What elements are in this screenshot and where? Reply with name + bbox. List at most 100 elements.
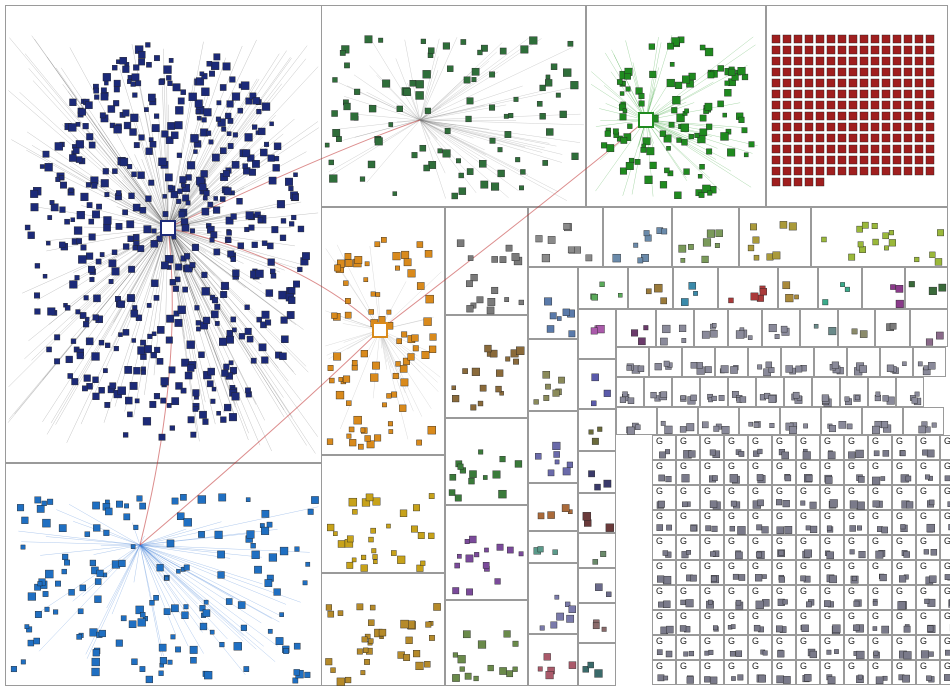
tiny-group-panel[interactable]: G [700,535,724,560]
tiny-group-panel[interactable]: G [820,435,844,460]
tiny-group-panel[interactable]: G [796,610,820,635]
group-g30-panel[interactable] [673,267,718,309]
tiny-group-panel[interactable]: G [700,560,724,585]
group-tile-row_d-3-panel[interactable] [739,407,780,435]
tiny-group-panel[interactable]: G [676,460,700,485]
tiny-group-panel[interactable]: G [772,510,796,535]
tiny-group-panel[interactable]: G [724,610,748,635]
group-g40-panel[interactable] [578,643,616,686]
tiny-group-panel[interactable]: G [820,610,844,635]
tiny-group-panel[interactable]: G [892,635,916,660]
tiny-group-panel[interactable]: G [844,485,868,510]
tiny-group-panel[interactable]: G [796,510,820,535]
tiny-group-panel[interactable]: G [868,435,892,460]
tiny-group-panel[interactable]: G [868,585,892,610]
tiny-group-panel[interactable]: G [796,460,820,485]
group-g12-panel[interactable] [445,418,528,505]
tiny-group-panel[interactable]: G [916,435,940,460]
group-g29-panel[interactable] [718,267,778,309]
group-tile-row_b-1-panel[interactable] [649,347,682,377]
tiny-group-panel[interactable]: G [724,560,748,585]
group-g46-panel[interactable] [800,309,838,347]
tiny-group-panel[interactable]: G [820,560,844,585]
tiny-group-panel[interactable]: G [796,535,820,560]
group-g26-panel[interactable] [528,563,578,634]
group-tile-row_b-0-panel[interactable] [616,347,649,377]
tiny-group-panel[interactable]: G [772,610,796,635]
group-g21-panel[interactable] [528,339,578,411]
group-g33-panel[interactable] [778,267,818,309]
group-tile-row_b-3-panel[interactable] [715,347,748,377]
tiny-group-panel[interactable]: G [772,635,796,660]
tiny-group-panel[interactable]: G [772,485,796,510]
group-tile-row_c-3-panel[interactable] [700,377,728,407]
tiny-group-panel[interactable]: G [892,560,916,585]
group-tile-row_a-3-panel[interactable] [762,309,800,347]
tiny-group-panel[interactable]: G [652,535,676,560]
tiny-group-panel[interactable]: G [748,635,772,660]
tiny-group-panel[interactable]: G [772,535,796,560]
tiny-group-panel[interactable]: G [724,635,748,660]
tiny-group-panel[interactable]: G [844,635,868,660]
group-g11-panel[interactable] [445,505,528,600]
tiny-group-panel[interactable]: G [796,635,820,660]
group-g28-panel[interactable] [578,267,628,309]
tiny-group-panel[interactable]: G [844,535,868,560]
group-g15-panel[interactable] [672,207,739,267]
tiny-group-panel[interactable]: G [892,610,916,635]
tiny-group-panel[interactable]: G [844,660,868,685]
group-g19-panel[interactable] [528,267,578,339]
tiny-group-panel[interactable]: G [868,635,892,660]
tiny-group-panel[interactable]: G [916,460,940,485]
group-g1-panel[interactable] [5,5,323,463]
group-tile-row_d-5-panel[interactable] [821,407,862,435]
group-g27-panel[interactable] [628,267,673,309]
tiny-group-panel[interactable]: G [700,660,724,685]
tiny-group-panel[interactable]: G [940,560,950,585]
tiny-group-panel[interactable]: G [700,435,724,460]
group-g42-panel[interactable] [578,603,616,643]
group-g32-panel[interactable] [818,267,862,309]
tiny-group-panel[interactable]: G [916,585,940,610]
group-g4-panel[interactable] [586,5,766,207]
group-tile-row_c-9-panel[interactable] [868,377,896,407]
group-g38-panel[interactable] [578,451,616,493]
tiny-group-panel[interactable]: G [748,460,772,485]
tiny-group-panel[interactable]: G [916,635,940,660]
group-g10-panel[interactable] [445,315,528,418]
tiny-group-panel[interactable]: G [748,435,772,460]
tiny-group-panel[interactable]: G [820,635,844,660]
tiny-group-panel[interactable]: G [868,535,892,560]
tiny-group-panel[interactable]: G [652,660,676,685]
tiny-group-panel[interactable]: G [724,535,748,560]
tiny-group-panel[interactable]: G [820,510,844,535]
tiny-group-panel[interactable]: G [676,535,700,560]
tiny-group-panel[interactable]: G [748,510,772,535]
tiny-group-panel[interactable]: G [844,435,868,460]
tiny-group-panel[interactable]: G [796,660,820,685]
tiny-group-panel[interactable]: G [916,510,940,535]
group-tile-row_d-1-panel[interactable] [657,407,698,435]
group-g39-panel[interactable] [578,409,616,451]
tiny-group-panel[interactable]: G [700,635,724,660]
tiny-group-panel[interactable]: G [844,585,868,610]
group-g20-panel[interactable] [811,207,948,267]
tiny-group-panel[interactable]: G [868,485,892,510]
group-g9-panel[interactable] [445,207,528,315]
tiny-group-panel[interactable]: G [892,460,916,485]
group-tile-row_d-7-panel[interactable] [903,407,944,435]
group-tile-row_a-0-panel[interactable] [656,309,694,347]
group-g25-panel[interactable] [528,634,578,686]
group-tile-row_c-8-panel[interactable] [840,377,868,407]
tiny-group-panel[interactable]: G [796,585,820,610]
group-tile-row_b-8-panel[interactable] [880,347,913,377]
group-g18-panel[interactable] [739,207,811,267]
tiny-group-panel[interactable]: G [868,610,892,635]
tiny-group-panel[interactable]: G [748,560,772,585]
tiny-group-panel[interactable]: G [892,510,916,535]
tiny-group-panel[interactable]: G [700,485,724,510]
group-g43-panel[interactable] [578,533,616,568]
group-tile-row_c-6-panel[interactable] [784,377,812,407]
group-tile-row_c-5-panel[interactable] [756,377,784,407]
tiny-group-panel[interactable]: G [676,635,700,660]
